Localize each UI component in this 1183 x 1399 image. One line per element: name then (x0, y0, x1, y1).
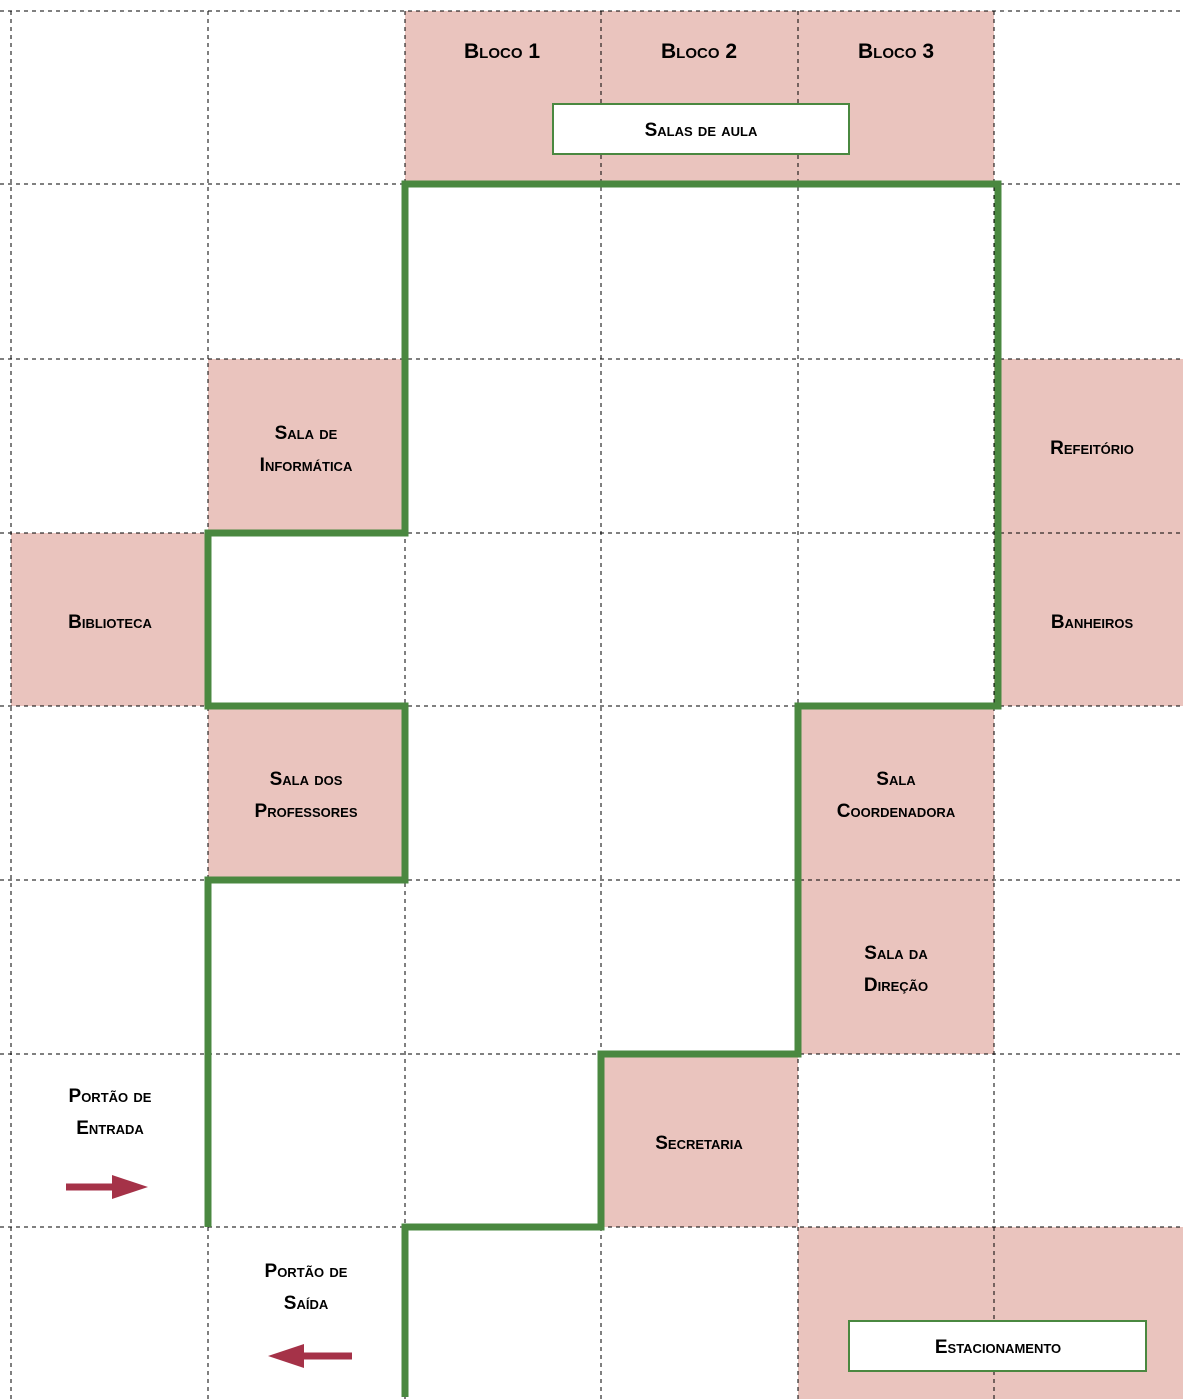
label-sala-professores-line1: Sala dos (270, 769, 343, 790)
cell-banheiros (994, 533, 1183, 706)
labels: Bloco 1 Bloco 2 Bloco 3 Salas de aula Sa… (68, 40, 1134, 1358)
label-biblioteca: Biblioteca (68, 612, 152, 633)
label-estacionamento: Estacionamento (935, 1337, 1061, 1358)
walkway-path (204, 180, 1002, 1397)
label-sala-coordenadora-line2: Coordenadora (837, 801, 956, 822)
cell-sala-direcao (798, 880, 994, 1054)
cell-secretaria (601, 1054, 798, 1227)
cell-sala-coordenadora (798, 706, 994, 880)
label-salas-de-aula: Salas de aula (645, 120, 758, 141)
label-sala-professores-line2: Professores (255, 801, 358, 822)
salas-de-aula-box (552, 103, 850, 155)
cell-bloco-3 (798, 11, 994, 184)
label-refeitorio: Refeitório (1050, 438, 1134, 459)
cell-bloco-1 (405, 11, 601, 184)
cell-biblioteca (11, 533, 208, 706)
label-bloco-1: Bloco 1 (464, 40, 540, 63)
entrance-arrow-icon (66, 1175, 148, 1199)
label-sala-direcao-line2: Direção (864, 975, 928, 996)
label-sala-coordenadora-line1: Sala (876, 769, 916, 790)
label-bloco-3: Bloco 3 (858, 40, 934, 63)
label-sala-informatica-line1: Sala de (275, 423, 338, 444)
label-sala-informatica-line2: Informática (260, 455, 353, 476)
estacionamento-box (848, 1320, 1147, 1372)
label-secretaria: Secretaria (655, 1133, 743, 1154)
cell-estacionamento-b (994, 1227, 1183, 1399)
cell-refeitorio (994, 359, 1183, 533)
label-bloco-2: Bloco 2 (661, 40, 737, 63)
cell-sala-informatica (208, 359, 405, 533)
room-cells (11, 11, 1183, 1399)
cell-sala-professores (208, 706, 405, 880)
label-banheiros: Banheiros (1051, 612, 1134, 633)
label-portao-saida-line2: Saída (284, 1293, 329, 1314)
label-portao-entrada-line2: Entrada (76, 1118, 144, 1139)
exit-arrow-icon (268, 1344, 352, 1368)
label-portao-saida-line1: Portão de (265, 1261, 348, 1282)
label-sala-direcao-line1: Sala da (864, 943, 928, 964)
label-portao-entrada-line1: Portão de (69, 1086, 152, 1107)
cell-estacionamento-a (798, 1227, 994, 1399)
cell-bloco-2 (601, 11, 798, 184)
